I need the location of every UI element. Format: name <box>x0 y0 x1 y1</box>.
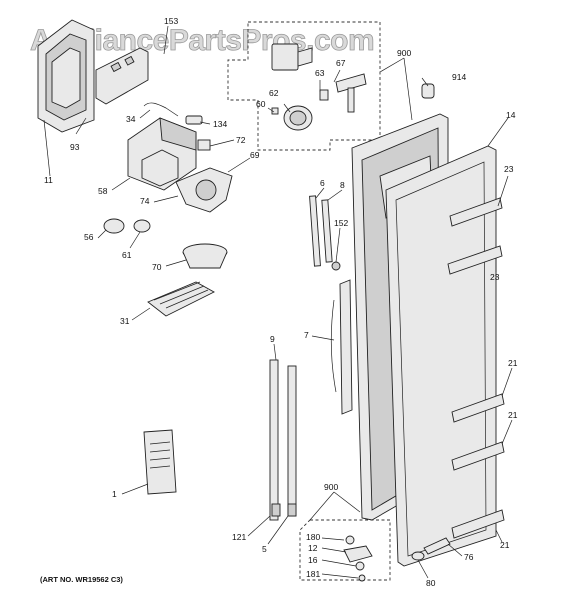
callout-93: 93 <box>70 142 80 152</box>
callout-180: 180 <box>306 532 320 542</box>
callout-900-top: 900 <box>397 48 411 58</box>
callout-34: 34 <box>126 114 136 124</box>
callout-9: 9 <box>270 334 275 344</box>
door-shelves <box>447 197 505 539</box>
callout-12: 12 <box>308 543 318 553</box>
callout-60: 60 <box>256 99 266 109</box>
callout-914: 914 <box>452 72 466 82</box>
callout-14: 14 <box>506 110 516 120</box>
callout-21-a: 21 <box>508 358 518 368</box>
callout-6: 6 <box>320 178 325 188</box>
drip-tray-grille <box>147 281 215 317</box>
callout-58: 58 <box>98 186 108 196</box>
callout-7: 7 <box>304 330 309 340</box>
upper-assembly-group-box <box>227 21 381 151</box>
hinge-parts <box>343 535 373 582</box>
callout-23-upper: 23 <box>504 164 514 174</box>
callout-181: 181 <box>306 569 320 579</box>
callout-5: 5 <box>262 544 267 554</box>
upper-assembly-parts <box>271 43 367 131</box>
callout-70: 70 <box>152 262 162 272</box>
callout-21-c: 21 <box>500 540 510 550</box>
switch-parts <box>103 218 151 234</box>
cap-part <box>421 83 435 99</box>
trim-strips-lower <box>269 359 297 521</box>
dispenser-housing <box>127 117 197 191</box>
door-handle <box>330 279 353 415</box>
dispenser-panel-frame <box>37 19 95 133</box>
trim-strips-upper <box>309 195 341 271</box>
callout-69: 69 <box>250 150 260 160</box>
callout-900-bottom: 900 <box>324 482 338 492</box>
callout-76: 76 <box>464 552 474 562</box>
callout-1: 1 <box>112 489 117 499</box>
callout-62: 62 <box>269 88 279 98</box>
small-fasteners <box>185 115 211 151</box>
callout-23-lower: 23 <box>490 272 500 282</box>
callout-labels: 153 900 67 63 914 62 60 93 134 34 72 69 … <box>44 16 518 588</box>
art-number: (ART NO. WR19562 C3) <box>40 575 123 584</box>
callout-153: 153 <box>164 16 178 26</box>
control-board <box>95 47 149 105</box>
callout-67: 67 <box>336 58 346 68</box>
callout-134: 134 <box>213 119 227 129</box>
callout-74: 74 <box>140 196 150 206</box>
callout-61: 61 <box>122 250 132 260</box>
callout-21-b: 21 <box>508 410 518 420</box>
funnel-part <box>182 243 228 269</box>
callout-16: 16 <box>308 555 318 565</box>
dispenser-actuator <box>175 167 233 213</box>
callout-56: 56 <box>84 232 94 242</box>
wire-harness <box>143 102 179 117</box>
callout-11: 11 <box>44 175 53 185</box>
hinge-assembly-group-box <box>299 519 391 581</box>
callout-8: 8 <box>340 180 345 190</box>
callout-121: 121 <box>232 532 246 542</box>
leader-lines <box>43 25 513 579</box>
callout-80: 80 <box>426 578 436 588</box>
callout-63: 63 <box>315 68 325 78</box>
callout-72: 72 <box>236 135 246 145</box>
owners-manual <box>143 429 177 495</box>
callout-152: 152 <box>334 218 348 228</box>
callout-31: 31 <box>120 316 130 326</box>
